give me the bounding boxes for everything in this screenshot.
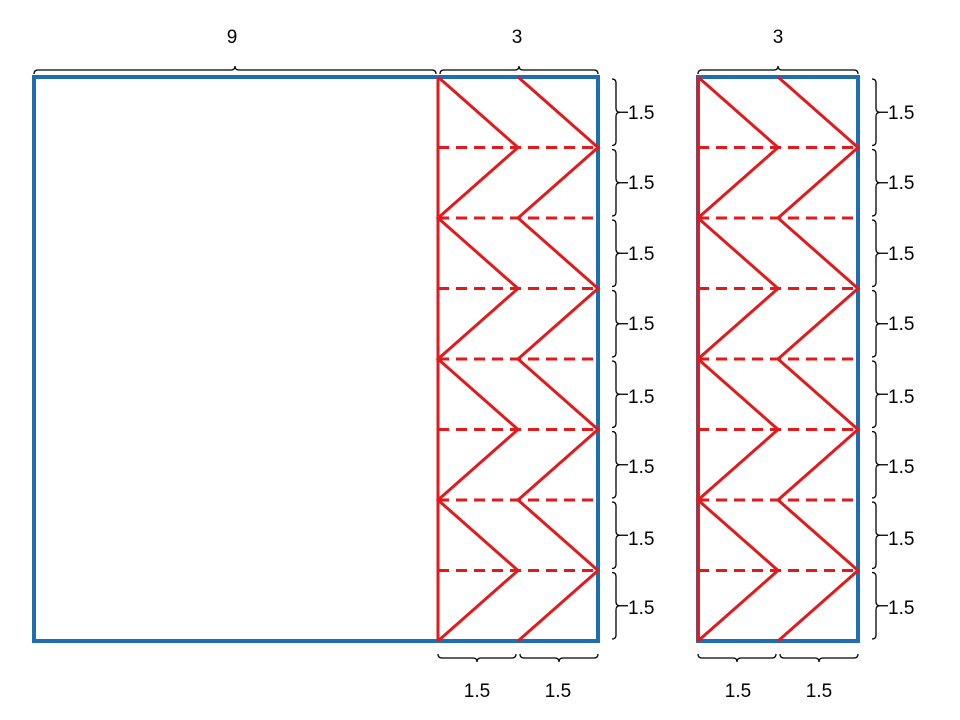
- side-label-right-6: 1.5: [888, 457, 914, 478]
- side-label-left-4: 1.5: [628, 314, 654, 335]
- dimension-brace: [871, 430, 881, 499]
- side-label-left-2: 1.5: [628, 173, 654, 194]
- right-figure: [695, 75, 861, 643]
- left-zigzag-line-2: [515, 75, 601, 643]
- dimension-brace: [611, 289, 621, 358]
- dimension-brace: [871, 501, 881, 570]
- side-label-left-7: 1.5: [628, 529, 654, 550]
- side-label-left-5: 1.5: [628, 387, 654, 408]
- side-label-left-6: 1.5: [628, 457, 654, 478]
- side-label-right-7: 1.5: [888, 529, 914, 550]
- right-zigzag-line-1: [695, 75, 781, 643]
- side-label-left-1: 1.5: [628, 103, 654, 124]
- right-fold-zigzags: [695, 75, 861, 643]
- top-label-strip-right: 3: [773, 27, 784, 48]
- dimension-brace: [611, 430, 621, 499]
- dimension-brace: [611, 78, 621, 147]
- bottom-label-right-1: 1.5: [725, 681, 751, 702]
- dimension-brace: [611, 360, 621, 429]
- top-label-9: 9: [227, 27, 238, 48]
- dimension-brace: [33, 65, 437, 75]
- dimension-brace: [871, 219, 881, 288]
- right-zigzag-line-2: [775, 75, 861, 643]
- side-labels-right: 1.5 1.5 1.5 1.5 1.5 1.5 1.5 1.5: [888, 103, 914, 619]
- dimension-brace: [697, 65, 859, 75]
- top-braces: [33, 65, 859, 75]
- dimension-brace: [611, 571, 621, 640]
- bottom-label-right-2: 1.5: [806, 681, 832, 702]
- side-label-right-1: 1.5: [888, 103, 914, 124]
- dimension-brace: [871, 78, 881, 147]
- side-label-right-4: 1.5: [888, 314, 914, 335]
- side-label-right-2: 1.5: [888, 173, 914, 194]
- dimension-brace: [611, 219, 621, 288]
- bottom-label-left-2: 1.5: [545, 681, 571, 702]
- dimension-brace: [611, 501, 621, 570]
- dimension-brace: [519, 653, 599, 663]
- left-zigzag-line-1: [435, 75, 521, 643]
- side-label-right-8: 1.5: [888, 598, 914, 619]
- side-braces-left: [611, 78, 628, 640]
- side-label-left-8: 1.5: [628, 598, 654, 619]
- side-braces-right: [871, 78, 888, 640]
- left-outer-frame: [32, 75, 600, 643]
- bottom-label-left-1: 1.5: [464, 681, 490, 702]
- dimension-brace: [871, 148, 881, 217]
- dimension-brace: [611, 148, 621, 217]
- left-figure: [32, 75, 601, 643]
- dimension-brace: [871, 289, 881, 358]
- dimension-brace: [437, 653, 517, 663]
- dimension-brace: [871, 360, 881, 429]
- dimension-brace: [871, 571, 881, 640]
- side-label-right-5: 1.5: [888, 387, 914, 408]
- left-fold-zigzags: [435, 75, 601, 643]
- side-label-left-3: 1.5: [628, 244, 654, 265]
- side-labels-left: 1.5 1.5 1.5 1.5 1.5 1.5 1.5 1.5: [628, 103, 654, 619]
- bottom-braces: [437, 653, 859, 663]
- dimension-brace: [779, 653, 859, 663]
- dimension-brace: [439, 65, 599, 75]
- side-label-right-3: 1.5: [888, 244, 914, 265]
- top-label-strip-left: 3: [512, 27, 523, 48]
- dimension-brace: [697, 653, 777, 663]
